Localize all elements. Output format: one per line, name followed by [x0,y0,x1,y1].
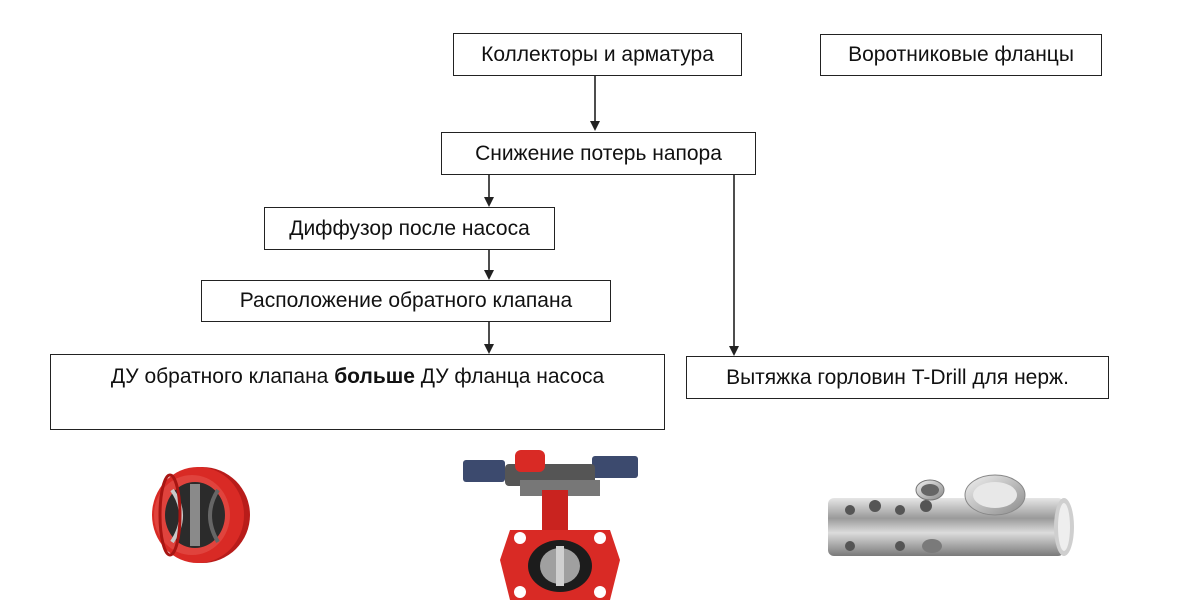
node-head-loss: Снижение потерь напора [441,132,756,175]
node-du-statement: ДУ обратного клапана больше ДУ фланца на… [50,354,665,430]
node-flanges: Воротниковые фланцы [820,34,1102,76]
node-diffuser: Диффузор после насоса [264,207,555,250]
node-collectors: Коллекторы и арматура [453,33,742,76]
wafer-check-valve-image [152,467,250,563]
du-text-post: ДУ фланца насоса [414,365,605,388]
butterfly-valve-image [463,450,638,600]
tdrill-pipe-image [828,474,1074,556]
du-text-bold: больше [334,365,415,388]
du-text-pre: ДУ обратного клапана [110,365,335,388]
node-tdrill: Вытяжка горловин T-Drill для нерж. [686,356,1109,399]
node-check-valve-location: Расположение обратного клапана [201,280,611,322]
